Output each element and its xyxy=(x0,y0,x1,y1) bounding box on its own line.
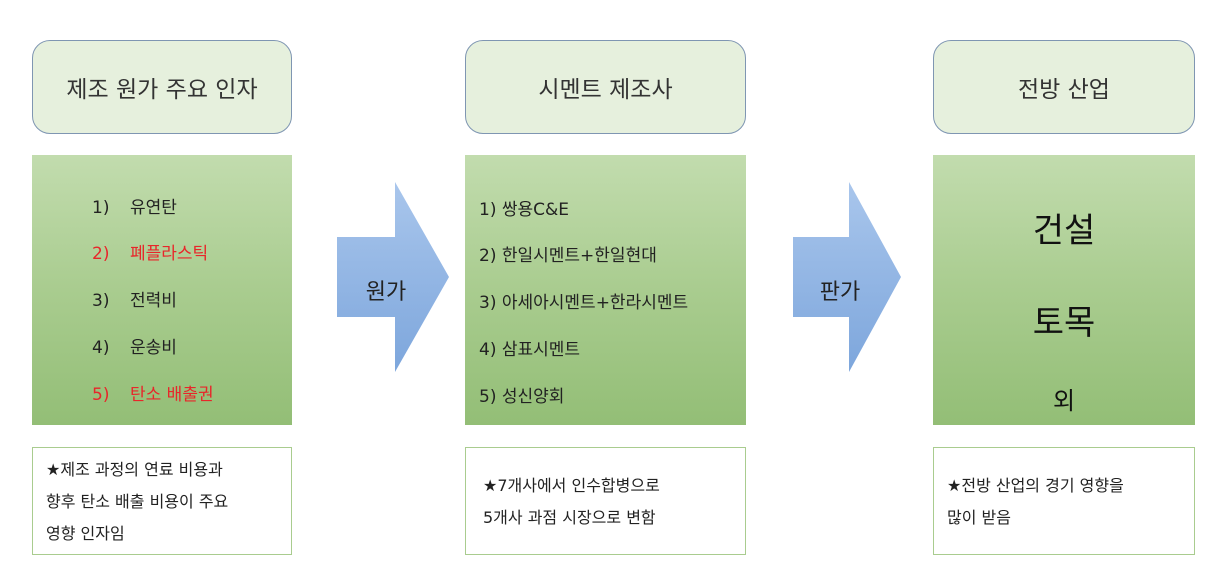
header-cost-factors-label: 제조 원가 주요 인자 xyxy=(66,77,258,103)
cost-factor-num: 2) xyxy=(92,244,110,264)
cost-factor-item: 4) 운송비 xyxy=(92,333,177,358)
cost-factors-note: ★제조 과정의 연료 비용과 향후 탄소 배출 비용이 주요 영향 인자임 xyxy=(32,447,292,555)
header-cost-factors: 제조 원가 주요 인자 xyxy=(32,40,292,134)
cost-factor-num: 5) xyxy=(92,385,110,405)
cost-arrow-label: 원가 xyxy=(365,280,407,305)
cost-factor-text: 유연탄 xyxy=(130,198,177,218)
price-arrow xyxy=(793,182,901,372)
cost-factor-item: 2) 폐플라스틱 xyxy=(92,239,208,264)
cost-factor-item: 5) 탄소 배출권 xyxy=(92,380,214,405)
cement-maker-item: 5) 성신양회 xyxy=(479,387,565,407)
note-line: 영향 인자임 xyxy=(46,524,125,543)
cost-factor-item: 3) 전력비 xyxy=(92,286,177,311)
downstream-note: ★전방 산업의 경기 영향을 많이 받음 xyxy=(933,447,1195,555)
note-line: ★7개사에서 인수합병으로 xyxy=(483,476,660,495)
cement-makers-note: ★7개사에서 인수합병으로 5개사 과점 시장으로 변함 xyxy=(465,447,746,555)
cost-factors-panel: 1) 유연탄 2) 폐플라스틱 3) 전력비 4) 운송비 5) 탄소 배출권 xyxy=(32,155,292,425)
header-cement-makers: 시멘트 제조사 xyxy=(465,40,746,134)
others-label: 외 xyxy=(1052,387,1076,415)
cost-factor-text: 탄소 배출권 xyxy=(130,385,214,405)
header-downstream-industry-label: 전방 산업 xyxy=(1018,77,1110,103)
cost-factor-num: 4) xyxy=(92,338,110,358)
header-cement-makers-label: 시멘트 제조사 xyxy=(538,77,673,103)
cement-maker-item: 3) 아세아시멘트+한라시멘트 xyxy=(479,293,689,313)
note-line: ★제조 과정의 연료 비용과 xyxy=(46,460,223,479)
price-arrow-label: 판가 xyxy=(819,280,861,305)
cost-factor-item: 1) 유연탄 xyxy=(92,193,177,218)
cement-maker-item: 1) 쌍용C&E xyxy=(479,200,569,220)
downstream-panel: 건설 토목 외 xyxy=(933,155,1195,425)
cost-factor-num: 1) xyxy=(92,198,110,218)
cost-arrow xyxy=(337,182,449,372)
note-line: 5개사 과점 시장으로 변함 xyxy=(483,508,656,527)
cost-factor-text: 운송비 xyxy=(130,338,177,358)
note-line: 많이 받음 xyxy=(947,508,1011,527)
cost-factor-text: 폐플라스틱 xyxy=(130,244,209,264)
construction-label: 건설 xyxy=(1032,211,1096,251)
header-downstream-industry: 전방 산업 xyxy=(933,40,1195,134)
cement-maker-item: 4) 삼표시멘트 xyxy=(479,340,581,360)
cement-maker-item: 2) 한일시멘트+한일현대 xyxy=(479,246,657,266)
cement-makers-panel: 1) 쌍용C&E 2) 한일시멘트+한일현대 3) 아세아시멘트+한라시멘트 4… xyxy=(465,155,746,425)
cost-factor-text: 전력비 xyxy=(130,291,177,311)
note-line: 향후 탄소 배출 비용이 주요 xyxy=(46,492,229,511)
note-line: ★전방 산업의 경기 영향을 xyxy=(947,476,1124,495)
cost-factor-num: 3) xyxy=(92,291,110,311)
civil-engineering-label: 토목 xyxy=(1032,303,1096,343)
